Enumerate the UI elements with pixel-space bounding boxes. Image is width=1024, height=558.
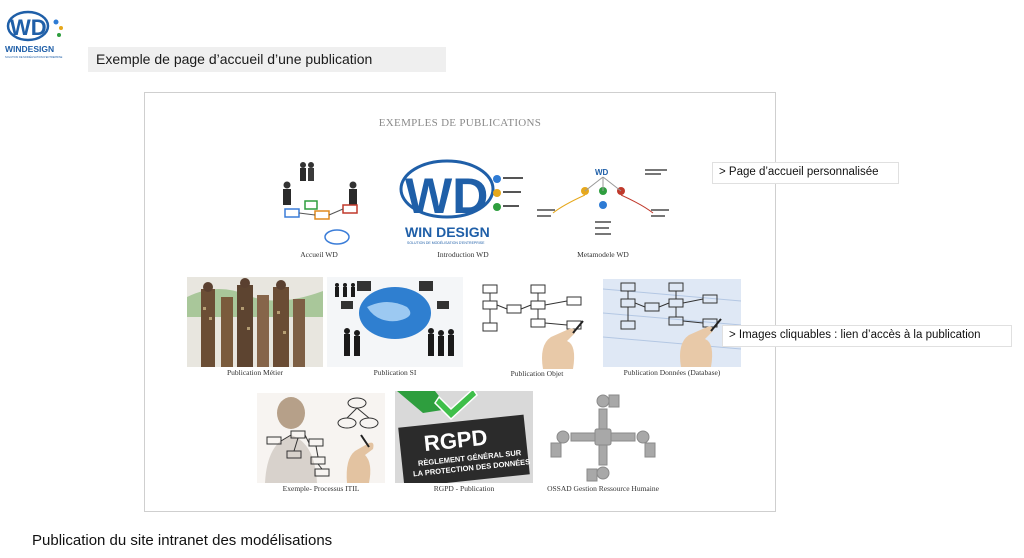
slide-title: Exemple de page d’accueil d’une publicat… xyxy=(96,51,373,67)
tile-introduction-wd[interactable]: WD WIN DESIGN SOLUTION DE MODÉLISATION D… xyxy=(397,159,529,259)
slide-title-bar: Exemple de page d’accueil d’une publicat… xyxy=(88,47,446,72)
tile-rgpd[interactable]: RGPD RÈGLEMENT GÉNÉRAL SUR LA PROTECTION… xyxy=(395,391,533,493)
city-business-people-icon xyxy=(187,277,323,367)
footer-text: Publication du site intranet des modélis… xyxy=(32,532,333,549)
tile-caption: Publication Données (Database) xyxy=(623,368,721,377)
windesign-logo-icon: WD WINDESIGN SOLUTION DE MODÉLISATION D'… xyxy=(5,10,63,59)
tile-publication-metier[interactable]: Publication Métier xyxy=(187,277,323,377)
tile-metamodele-wd[interactable]: WD Metamodele WD xyxy=(533,165,673,259)
globe-laptops-people-icon xyxy=(327,277,463,367)
tile-caption: OSSAD Gestion Ressource Humaine xyxy=(547,484,659,493)
svg-text:WD: WD xyxy=(595,168,609,177)
svg-text:WINDESIGN: WINDESIGN xyxy=(5,44,54,54)
svg-text:WD: WD xyxy=(10,15,47,40)
svg-text:WD: WD xyxy=(405,168,488,224)
tile-caption: Metamodele WD xyxy=(577,250,629,259)
windesign-logo: WD WINDESIGN SOLUTION DE MODÉLISATION D'… xyxy=(4,8,66,60)
tile-accueil-wd[interactable]: Accueil WD xyxy=(273,157,365,259)
tile-caption: RGPD - Publication xyxy=(433,484,495,493)
publications-frame: EXEMPLES DE PUBLICATIONS Accueil WD WD W… xyxy=(144,92,776,512)
rgpd-sign-icon: RGPD RÈGLEMENT GÉNÉRAL SUR LA PROTECTION… xyxy=(395,391,533,483)
svg-text:SOLUTION DE MODÉLISATION D'ENT: SOLUTION DE MODÉLISATION D'ENTREPRISE xyxy=(5,54,63,59)
tile-caption: Introduction WD xyxy=(437,250,489,259)
windesign-logo-icon: WD WIN DESIGN SOLUTION DE MODÉLISATION D… xyxy=(399,159,523,245)
people-flowchart-icon xyxy=(283,162,358,245)
callout-images-cliquables: > Images cliquables : lien d’accès à la … xyxy=(722,325,1012,347)
svg-text:SOLUTION DE MODÉLISATION D'ENT: SOLUTION DE MODÉLISATION D'ENTREPRISE xyxy=(407,240,485,245)
hand-drawing-flowchart-icon xyxy=(482,284,584,369)
tile-publication-si[interactable]: Publication SI xyxy=(327,277,463,377)
svg-text:WIN DESIGN: WIN DESIGN xyxy=(405,224,490,240)
tile-processus-itil[interactable]: Exemple- Processus ITIL xyxy=(257,393,385,493)
metamodel-diagram-icon: WD xyxy=(537,168,669,235)
tile-ossad-grh[interactable]: OSSAD Gestion Ressource Humaine xyxy=(537,393,669,493)
tile-caption: Publication Objet xyxy=(510,369,564,378)
tile-publication-objet[interactable]: Publication Objet xyxy=(477,281,597,378)
tile-caption: Exemple- Processus ITIL xyxy=(282,484,360,493)
tile-caption: Publication Métier xyxy=(226,368,284,377)
tile-caption: Publication SI xyxy=(373,368,417,377)
callout-page-accueil: > Page d’accueil personnalisée xyxy=(712,162,899,184)
woman-drawing-process-icon xyxy=(257,393,385,483)
publications-heading: EXEMPLES DE PUBLICATIONS xyxy=(378,117,542,129)
tile-publication-donnees[interactable]: Publication Données (Database) xyxy=(603,279,741,377)
hand-drawing-database-icon xyxy=(603,279,741,367)
tile-caption: Accueil WD xyxy=(300,250,338,259)
connected-people-icon xyxy=(550,394,656,482)
